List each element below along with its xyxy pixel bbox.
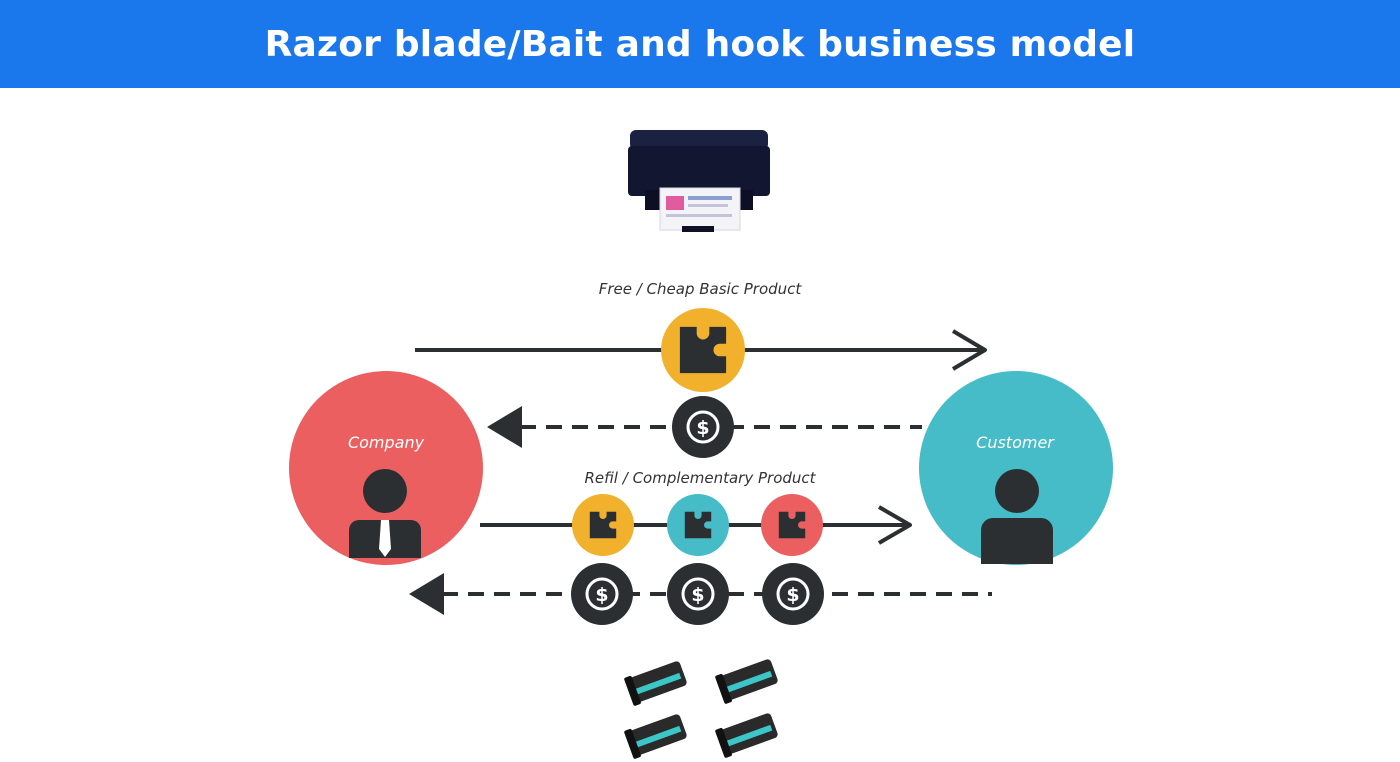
- refill-payment-dollar-icon: [760, 561, 826, 627]
- page-title: Razor blade/Bait and hook business model: [264, 23, 1136, 65]
- basic-payment-arrowhead: [487, 406, 522, 448]
- basic-product-label: Free / Cheap Basic Product: [598, 280, 802, 298]
- basic-payment-dollar-icon: [670, 394, 736, 460]
- company-label: Company: [347, 433, 425, 452]
- refill-product-label: Refil / Complementary Product: [584, 469, 816, 487]
- businessman-icon: [349, 469, 421, 558]
- title-banner: Razor blade/Bait and hook business model: [0, 0, 1400, 88]
- refill-payment-dollar-icon: [569, 561, 635, 627]
- customer-circle: [919, 371, 1113, 565]
- company-circle: [289, 371, 483, 565]
- refill-payment-dollar-icon: [665, 561, 731, 627]
- person-icon: [981, 469, 1053, 564]
- refill-payment-arrowhead: [409, 573, 444, 615]
- basic-product-arrowhead: [951, 329, 987, 371]
- toner-cartridge-image: [623, 658, 779, 760]
- printer-image: [628, 130, 770, 232]
- customer-label: Customer: [976, 433, 1054, 452]
- refill-arrowhead: [877, 505, 912, 545]
